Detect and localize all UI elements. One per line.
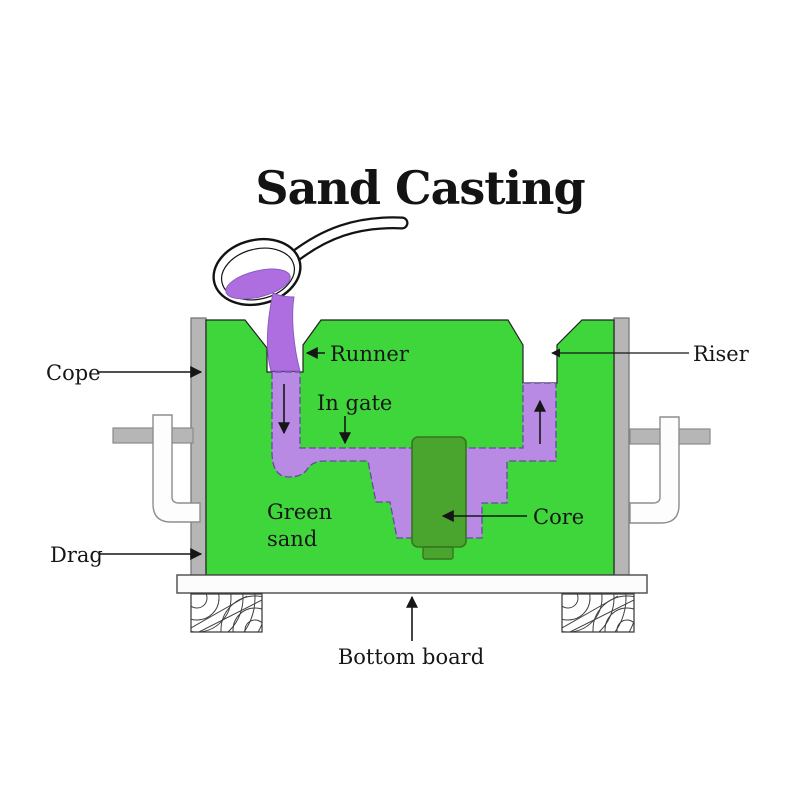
right-clamp-hook [629, 416, 680, 524]
molten-metal-in-ladle [225, 268, 291, 300]
left-wood-support [190, 593, 263, 633]
left-clamp-hook [152, 414, 201, 523]
pour-stream [266, 292, 301, 372]
runner-label: Runner [330, 342, 410, 366]
right-wood-grain [562, 594, 634, 632]
cope-label: Cope [46, 361, 101, 385]
riser-label: Riser [693, 342, 750, 366]
bottom-board [176, 574, 648, 594]
page-title: Sand Casting [255, 161, 585, 215]
green-sand-label-line1: Green [267, 500, 332, 524]
ladle-handle [289, 218, 407, 262]
bottom-board-label: Bottom board [338, 645, 484, 669]
drag-label: Drag [50, 543, 103, 567]
ladle [212, 216, 409, 372]
core-label: Core [533, 505, 584, 529]
core-print-tab [422, 546, 454, 560]
cope-drag-left-wall [190, 317, 207, 577]
ladle-bowl-rim [220, 247, 296, 301]
cope-drag-right-wall [613, 317, 630, 577]
right-wood-support [561, 593, 635, 633]
left-wood-grain [191, 594, 262, 632]
in-gate-label: In gate [317, 391, 392, 415]
core-body [411, 436, 467, 548]
green-sand-label-line2: sand [267, 527, 317, 551]
